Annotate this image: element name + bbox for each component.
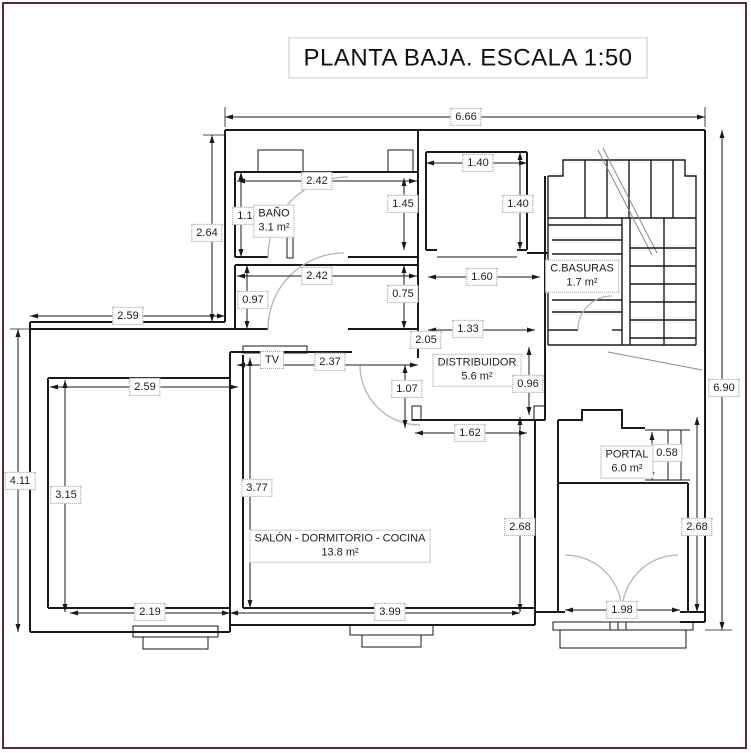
room-distribuidor-line-1: 5.6 m² — [461, 371, 493, 383]
room-basuras-line-0: C.BASURAS — [550, 262, 614, 275]
dim-075: 0.75 — [387, 284, 419, 304]
dim-left-upper-height: 2.64 — [191, 223, 223, 243]
dim-162: 1.62 — [454, 423, 486, 443]
room-bano-line-0: BAÑO — [258, 207, 290, 220]
room-portal-line-1: 6.0 m² — [611, 463, 643, 475]
room-portal: PORTAL 6.0 m² — [600, 445, 654, 479]
dim-bano-width-bottom: 2.42 — [301, 266, 333, 286]
dim-411: 4.11 — [4, 471, 36, 491]
room-distribuidor: DISTRIBUIDOR 5.6 m² — [432, 353, 522, 387]
dim-377: 3.77 — [241, 478, 273, 498]
room-basuras-line-1: 1.7 m² — [566, 277, 598, 289]
dim-top-width: 6.66 — [450, 107, 482, 127]
dim-399: 3.99 — [374, 602, 406, 622]
room-bano-line-1: 3.1 m² — [258, 222, 290, 234]
room-portal-line-0: PORTAL — [605, 448, 649, 461]
staircase — [547, 147, 703, 371]
dim-315: 3.15 — [50, 485, 82, 505]
label-tv: TV — [259, 350, 285, 370]
room-basuras: C.BASURAS 1.7 m² — [545, 259, 619, 293]
room-salon-line-1: 13.8 m² — [321, 547, 359, 559]
dim-268-salon: 2.68 — [504, 517, 536, 537]
dim-096: 0.96 — [512, 374, 544, 394]
dim-237: 2.37 — [314, 352, 346, 372]
dim-room-140-height: 1.40 — [502, 194, 534, 214]
dim-133: 1.33 — [452, 319, 484, 339]
plan-title: PLANTA BAJA. ESCALA 1:50 — [288, 37, 648, 79]
dim-058: 0.58 — [651, 443, 683, 463]
dim-259-upper: 2.59 — [112, 306, 144, 326]
dim-107: 1.07 — [391, 379, 423, 399]
dim-097: 0.97 — [237, 290, 269, 310]
dim-145: 1.45 — [387, 194, 419, 214]
room-salon-line-0: SALÓN - DORMITORIO - COCINA — [254, 532, 426, 545]
windows — [132, 621, 694, 650]
dim-219: 2.19 — [134, 602, 166, 622]
room-distribuidor-line-0: DISTRIBUIDOR — [437, 356, 517, 369]
dim-room-140-width: 1.40 — [462, 153, 494, 173]
dim-160: 1.60 — [466, 267, 498, 287]
room-bano: BAÑO 3.1 m² — [253, 204, 295, 238]
dim-bano-width-top: 2.42 — [301, 171, 333, 191]
dim-right-height: 6.90 — [708, 378, 740, 398]
room-salon: SALÓN - DORMITORIO - COCINA 13.8 m² — [249, 529, 431, 563]
dim-205: 2.05 — [410, 330, 442, 350]
dim-198: 1.98 — [606, 600, 638, 620]
dim-268-portal: 2.68 — [681, 517, 713, 537]
dim-259-lower: 2.59 — [129, 377, 161, 397]
